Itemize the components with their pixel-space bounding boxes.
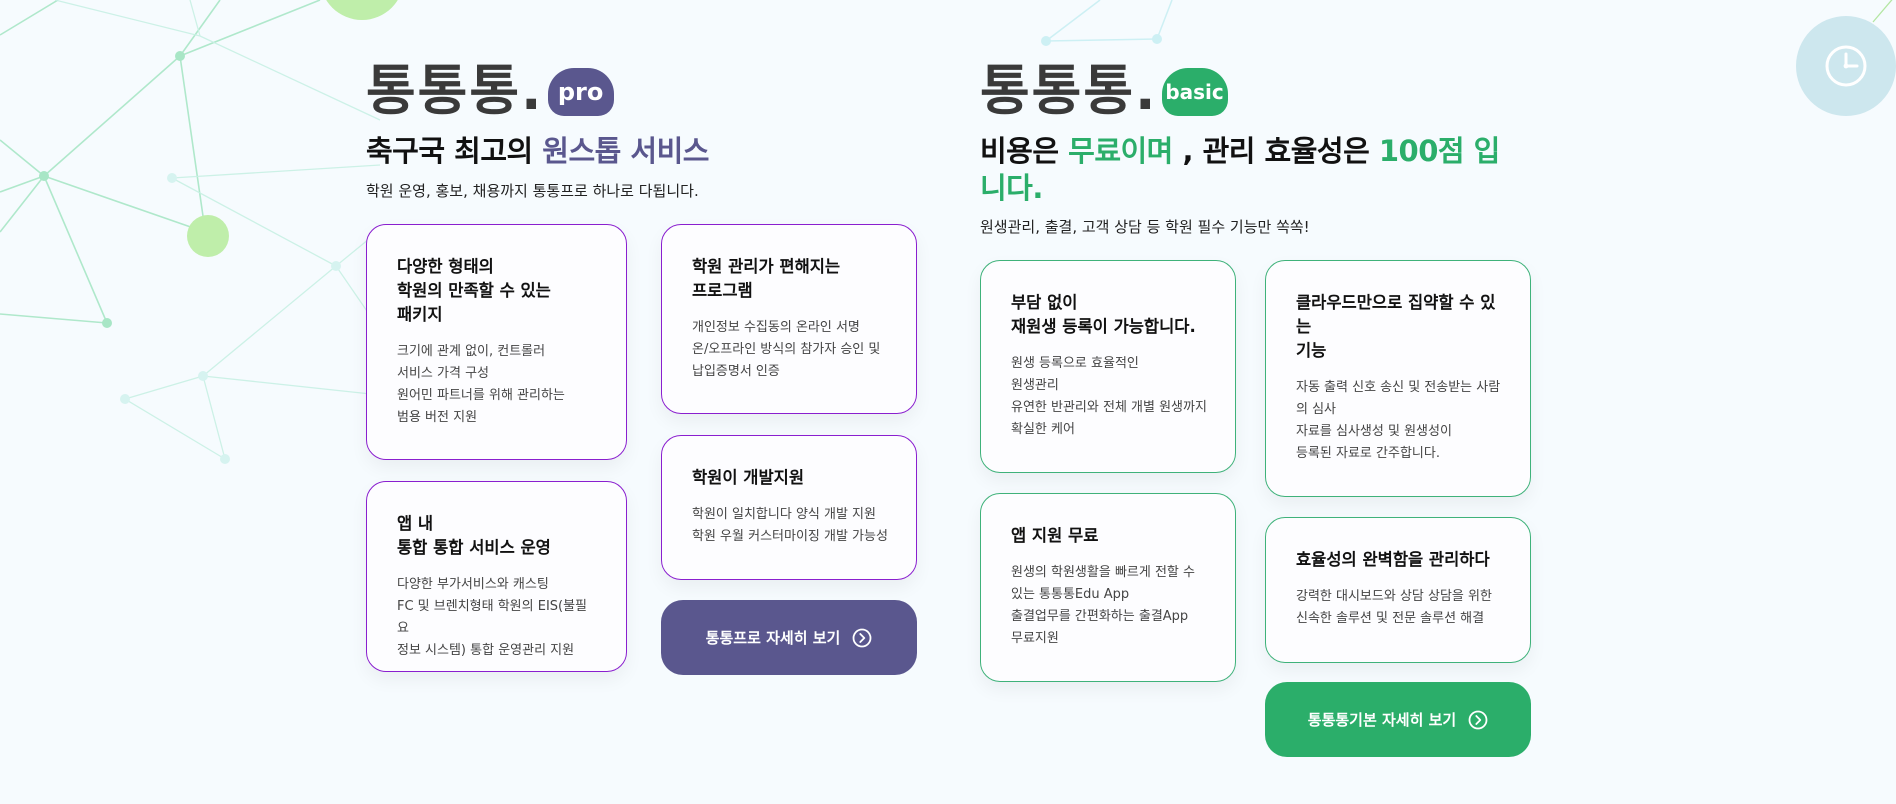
card-description: 학원이 일치합니다 양식 개발 지원 학원 우월 커스터마이징 개발 가능성 xyxy=(692,507,888,544)
basic-feature-card: 클라우드만으로 집약할 수 있 는 기능 자동 출력 신호 송신 및 전송받는 … xyxy=(1265,260,1531,497)
basic-subline: 원생관리, 출결, 고객 상담 등 학원 필수 기능만 쏙쏙! xyxy=(980,218,1310,236)
pro-subline: 학원 운영, 홍보, 채용까지 통통프로 하나로 다됩니다. xyxy=(366,182,699,200)
basic-details-button[interactable]: 통통통기본 자세히 보기 xyxy=(1265,682,1531,757)
basic-feature-card: 부담 없이 재원생 등록이 가능합니다. 원생 등록으로 효율적인 원생관리 유… xyxy=(980,260,1236,473)
headline-highlight: 원스톱 서비스 xyxy=(542,134,709,168)
basic-headline: 비용은 무료이며 , 관리 효율성은 100점 입니다. xyxy=(980,133,1520,207)
card-title: 효율성의 완벽함을 관리하다 xyxy=(1296,550,1490,569)
headline-text: 축구국 최고의 xyxy=(366,134,543,168)
cta-label: 통통프로 자세히 보기 xyxy=(705,629,841,647)
logo-text: 통통통. xyxy=(980,59,1158,122)
card-title: 앱 지원 무료 xyxy=(1011,526,1099,545)
card-description: 원생의 학원생활을 빠르게 전할 수 있는 통통통Edu App 출결업무를 간… xyxy=(1011,565,1195,646)
basic-feature-card: 효율성의 완벽함을 관리하다 강력한 대시보드와 상담 상담을 위한 신속한 솔… xyxy=(1265,517,1531,663)
headline-highlight-score: 100점 입니다. xyxy=(980,134,1500,205)
basic-feature-card: 앱 지원 무료 원생의 학원생활을 빠르게 전할 수 있는 통통통Edu App… xyxy=(980,493,1236,682)
card-description: 크기에 관계 없이, 컨트롤러 서비스 가격 구성 원어민 파트너를 위해 관리… xyxy=(397,344,565,425)
pro-details-button[interactable]: 통통프로 자세히 보기 xyxy=(661,600,917,675)
headline-text: , 관리 효율성은 xyxy=(1172,134,1379,168)
card-description: 개인정보 수집동의 온라인 서명 온/오프라인 방식의 참가자 승인 및 납입증… xyxy=(692,320,881,379)
card-description: 강력한 대시보드와 상담 상담을 위한 신속한 솔루션 및 전문 솔루션 해결 xyxy=(1296,589,1492,626)
pro-badge: pro xyxy=(547,68,614,116)
card-title: 부담 없이 재원생 등록이 가능합니다. xyxy=(1011,293,1196,336)
card-title: 앱 내 통합 통합 서비스 운영 xyxy=(397,514,551,557)
card-title: 클라우드만으로 집약할 수 있 는 기능 xyxy=(1296,293,1496,360)
cta-label: 통통통기본 자세히 보기 xyxy=(1307,711,1457,729)
pro-feature-card: 다양한 형태의 학원의 만족할 수 있는 패키지 크기에 관계 없이, 컨트롤러… xyxy=(366,224,627,460)
basic-logo: 통통통. basic xyxy=(980,52,1228,118)
card-title: 학원 관리가 편해지는 프로그램 xyxy=(692,257,841,300)
headline-highlight-free: 무료이며 xyxy=(1068,134,1173,168)
logo-text: 통통통. xyxy=(366,59,544,122)
card-description: 원생 등록으로 효율적인 원생관리 유연한 반관리와 전체 개별 원생까지 확실… xyxy=(1011,356,1207,437)
chevron-right-circle-icon xyxy=(852,628,872,647)
clock-icon xyxy=(1825,45,1867,87)
pro-feature-card: 학원이 개발지원 학원이 일치합니다 양식 개발 지원 학원 우월 커스터마이징… xyxy=(661,435,917,580)
basic-badge: basic xyxy=(1161,68,1228,116)
card-description: 자동 출력 신호 송신 및 전송받는 사람 의 심사 자료를 심사생성 및 원생… xyxy=(1296,380,1501,461)
pro-logo: 통통통. pro xyxy=(366,52,614,118)
card-title: 학원이 개발지원 xyxy=(692,468,805,487)
chevron-right-circle-icon xyxy=(1468,710,1488,729)
recent-history-button[interactable] xyxy=(1796,16,1896,116)
card-title: 다양한 형태의 학원의 만족할 수 있는 패키지 xyxy=(397,257,551,324)
pro-feature-card: 학원 관리가 편해지는 프로그램 개인정보 수집동의 온라인 서명 온/오프라인… xyxy=(661,224,917,414)
pro-feature-card: 앱 내 통합 통합 서비스 운영 다양한 부가서비스와 캐스팅 FC 및 브렌치… xyxy=(366,481,627,672)
card-description: 다양한 부가서비스와 캐스팅 FC 및 브렌치형태 학원의 EIS(불필요 정보… xyxy=(397,577,588,658)
headline-text: 비용은 xyxy=(980,134,1069,168)
pro-headline: 축구국 최고의 원스톱 서비스 xyxy=(366,133,926,170)
